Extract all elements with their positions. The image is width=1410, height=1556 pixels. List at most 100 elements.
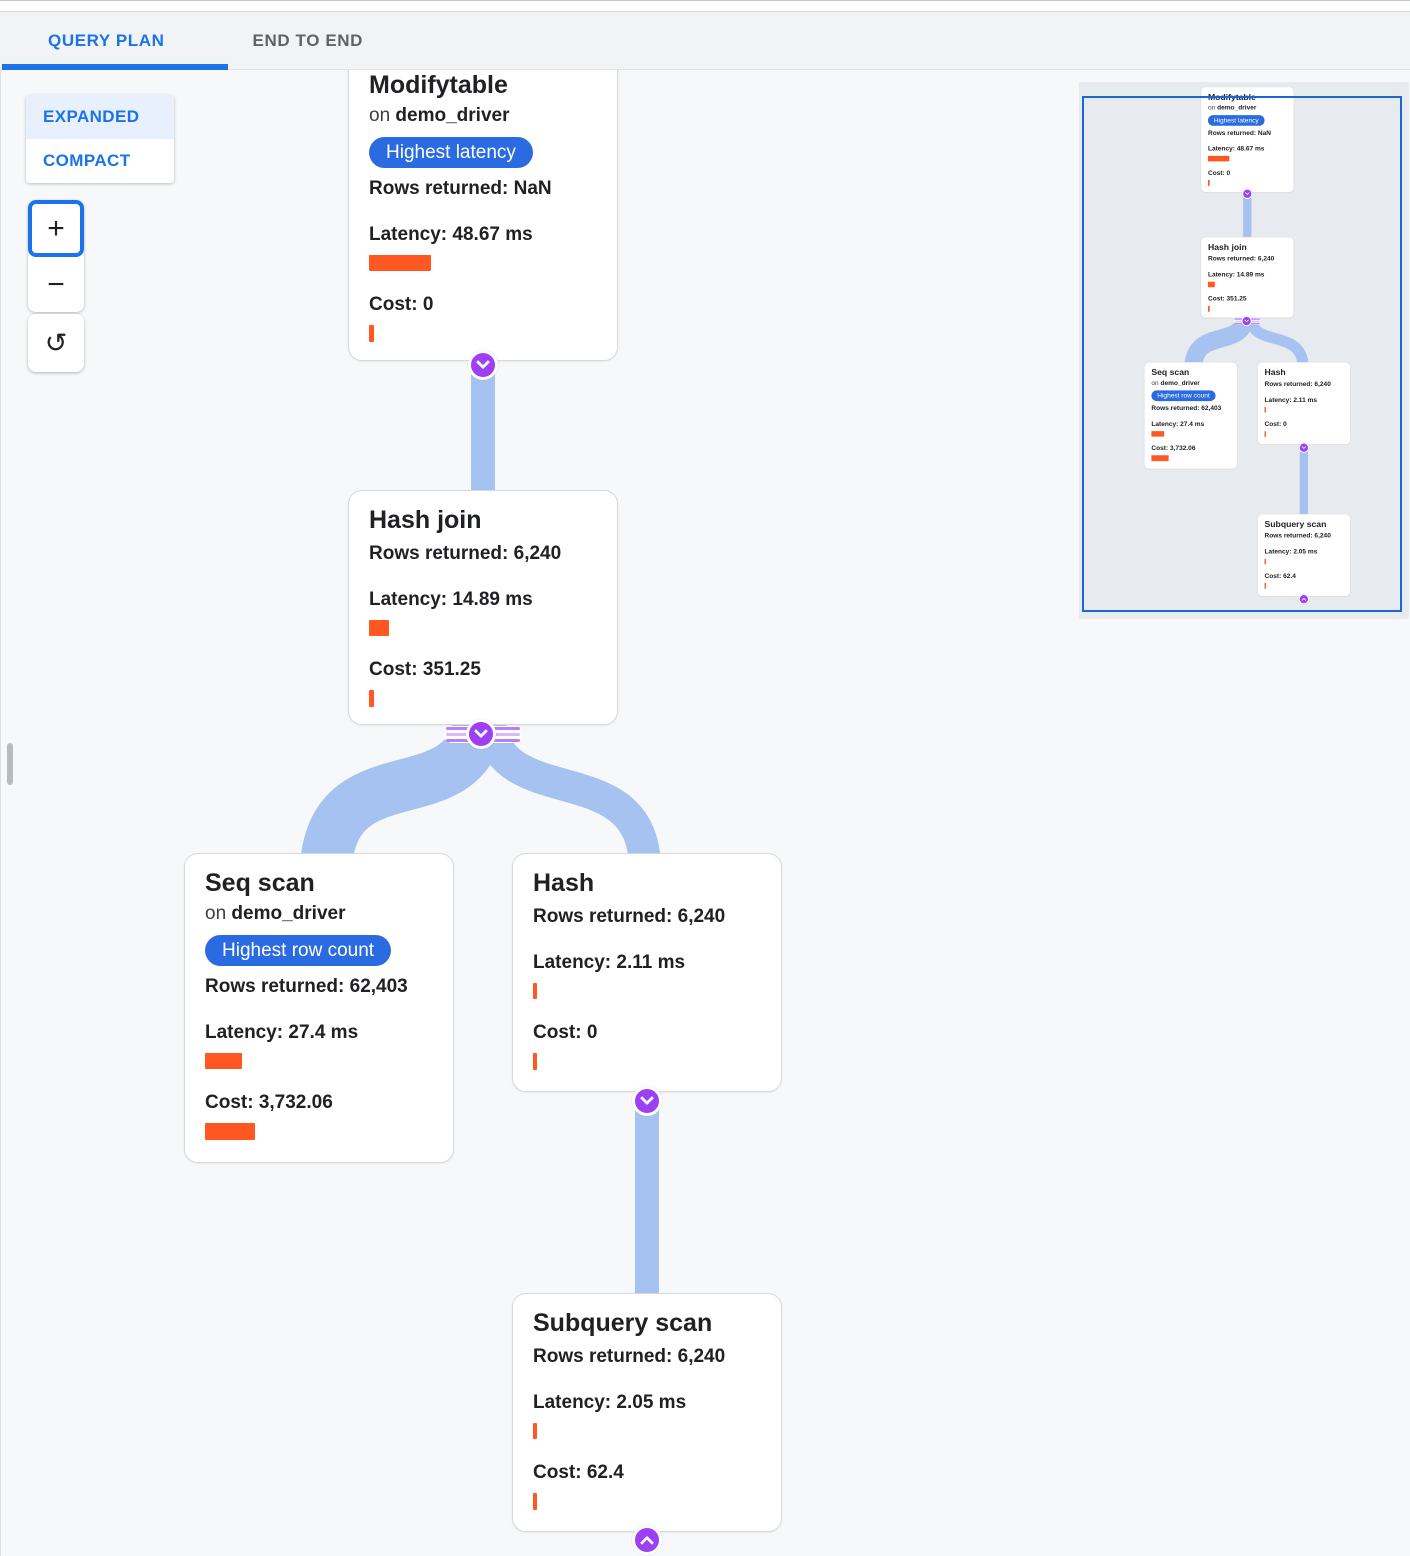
node-title: Seq scan bbox=[1151, 367, 1190, 378]
cost-label: Cost: 0 bbox=[1264, 420, 1287, 428]
collapse-toggle-hash-join[interactable] bbox=[1241, 315, 1252, 327]
expand-toggle-subquery-scan[interactable] bbox=[1298, 593, 1310, 605]
node-title: Hash bbox=[533, 869, 595, 897]
latency-label: Latency: 2.05 ms bbox=[533, 1392, 687, 1413]
collapse-toggle-modifytable[interactable] bbox=[468, 350, 498, 380]
latency-label: Latency: 27.4 ms bbox=[1151, 420, 1205, 428]
table-name: demo_driver bbox=[1160, 379, 1200, 387]
zoom-in-out-group: + − bbox=[28, 200, 84, 312]
reset-view-button[interactable]: ↺ bbox=[28, 314, 84, 372]
minimap[interactable]: Modifytable on demo_driver Highest laten… bbox=[1079, 82, 1409, 619]
table-name: demo_driver bbox=[395, 105, 510, 126]
window-top-strip bbox=[0, 0, 1410, 12]
node-seq-scan[interactable]: Seq scan on demo_driver Highest row coun… bbox=[1144, 362, 1238, 470]
node-subquery-scan[interactable]: Subquery scan Rows returned: 6,240 Laten… bbox=[1257, 513, 1351, 597]
vertical-scrollbar-thumb[interactable] bbox=[7, 743, 13, 785]
node-title: Hash bbox=[1264, 367, 1286, 378]
latency-bar bbox=[1264, 406, 1266, 413]
graph-edges bbox=[300, 350, 661, 1300]
badge-highest-latency: Highest latency bbox=[1207, 115, 1265, 126]
latency-bar bbox=[1264, 558, 1266, 565]
edge-hashjoin-seqscan bbox=[1184, 315, 1255, 368]
badge-highest-latency: Highest latency bbox=[369, 137, 533, 168]
zoom-out-button[interactable]: − bbox=[28, 257, 84, 312]
latency-label: Latency: 2.05 ms bbox=[1264, 548, 1318, 556]
cost-bar bbox=[1207, 179, 1210, 186]
graph-edges bbox=[1184, 188, 1309, 517]
query-plan-canvas[interactable]: Modifytable on demo_driver Highest laten… bbox=[0, 70, 1410, 1556]
expand-toggle-subquery-scan[interactable] bbox=[632, 1525, 662, 1555]
latency-bar bbox=[205, 1053, 242, 1069]
edge-hashjoin-hash bbox=[1244, 316, 1309, 368]
rows-returned-label: Rows returned: 6,240 bbox=[369, 543, 562, 564]
latency-label: Latency: 2.11 ms bbox=[1264, 396, 1318, 404]
cost-bar bbox=[533, 1053, 537, 1070]
node-title: Subquery scan bbox=[1264, 519, 1327, 530]
table-name: demo_driver bbox=[231, 903, 346, 924]
rows-returned-label: Rows returned: NaN bbox=[1207, 129, 1271, 137]
rows-returned-label: Rows returned: NaN bbox=[369, 178, 552, 199]
latency-label: Latency: 48.67 ms bbox=[1207, 145, 1265, 153]
latency-bar bbox=[369, 620, 389, 636]
badge-highest-row-count: Highest row count bbox=[1151, 390, 1216, 402]
latency-bar bbox=[533, 1423, 537, 1439]
node-hash-join[interactable]: Hash join Rows returned: 6,240 Latency: … bbox=[348, 490, 618, 725]
latency-label: Latency: 48.67 ms bbox=[369, 224, 533, 245]
cost-label: Cost: 0 bbox=[369, 294, 434, 315]
node-hash-join[interactable]: Hash join Rows returned: 6,240 Latency: … bbox=[1200, 236, 1294, 318]
cost-bar bbox=[1264, 431, 1266, 437]
active-tab-underline bbox=[2, 64, 228, 70]
latency-bar bbox=[1151, 431, 1165, 437]
tab-query-plan[interactable]: QUERY PLAN bbox=[48, 30, 165, 50]
rows-returned-label: Rows returned: 6,240 bbox=[533, 1346, 726, 1367]
on-prefix: on bbox=[1207, 104, 1218, 112]
node-title: Modifytable bbox=[369, 71, 508, 99]
node-table-subtitle: on demo_driver bbox=[369, 103, 597, 129]
on-prefix: on bbox=[1151, 379, 1161, 387]
rows-returned-label: Rows returned: 6,240 bbox=[533, 906, 726, 927]
chevron-down-icon bbox=[639, 1091, 655, 1106]
cost-bar bbox=[1151, 455, 1169, 462]
node-hash[interactable]: Hash Rows returned: 6,240 Latency: 2.11 … bbox=[1257, 362, 1351, 445]
cost-bar bbox=[533, 1493, 537, 1510]
collapse-toggle-hash[interactable] bbox=[1298, 442, 1310, 453]
collapse-toggle-hash-join[interactable] bbox=[466, 719, 496, 749]
cost-label: Cost: 3,732.06 bbox=[205, 1092, 333, 1113]
node-title: Hash join bbox=[1207, 242, 1247, 253]
rows-returned-label: Rows returned: 62,403 bbox=[205, 976, 408, 997]
cost-label: Cost: 62.4 bbox=[533, 1462, 624, 1483]
node-title: Hash join bbox=[369, 506, 482, 534]
cost-label: Cost: 3,732.06 bbox=[1151, 444, 1196, 452]
chevron-down-icon bbox=[475, 355, 491, 370]
node-modifytable[interactable]: Modifytable on demo_driver Highest laten… bbox=[1200, 86, 1294, 193]
collapse-toggle-hash[interactable] bbox=[632, 1086, 662, 1116]
node-hash[interactable]: Hash Rows returned: 6,240 Latency: 2.11 … bbox=[512, 853, 782, 1092]
zoom-in-button[interactable]: + bbox=[28, 200, 84, 257]
latency-bar bbox=[1207, 155, 1230, 162]
view-mode-toggle: EXPANDED COMPACT bbox=[26, 95, 174, 183]
node-subquery-scan[interactable]: Subquery scan Rows returned: 6,240 Laten… bbox=[512, 1293, 782, 1532]
node-title: Seq scan bbox=[205, 869, 315, 897]
chevron-up-icon bbox=[639, 1535, 655, 1550]
mode-expanded-button[interactable]: EXPANDED bbox=[26, 95, 174, 139]
node-table-subtitle: on demo_driver bbox=[1151, 379, 1230, 388]
query-plan-graph: Modifytable on demo_driver Highest laten… bbox=[1, 70, 961, 1556]
table-name: demo_driver bbox=[1217, 104, 1257, 112]
cost-bar bbox=[369, 690, 374, 707]
node-modifytable[interactable]: Modifytable on demo_driver Highest laten… bbox=[348, 70, 618, 361]
edge-hashjoin-hash bbox=[474, 722, 661, 867]
chevron-down-icon bbox=[473, 724, 489, 739]
latency-bar bbox=[1207, 281, 1215, 288]
rows-returned-label: Rows returned: 6,240 bbox=[1264, 532, 1331, 540]
latency-bar bbox=[369, 255, 431, 271]
rows-returned-label: Rows returned: 62,403 bbox=[1151, 404, 1222, 412]
collapse-toggle-modifytable[interactable] bbox=[1242, 188, 1253, 199]
cost-bar bbox=[369, 325, 374, 342]
minimap-viewport-rect[interactable] bbox=[1082, 96, 1402, 612]
mode-compact-button[interactable]: COMPACT bbox=[26, 139, 174, 183]
rows-returned-label: Rows returned: 6,240 bbox=[1264, 380, 1331, 388]
node-seq-scan[interactable]: Seq scan on demo_driver Highest row coun… bbox=[184, 853, 454, 1163]
zoom-controls: + − ↺ bbox=[28, 200, 84, 372]
tab-end-to-end[interactable]: END TO END bbox=[252, 30, 364, 50]
badge-highest-row-count: Highest row count bbox=[205, 935, 392, 966]
